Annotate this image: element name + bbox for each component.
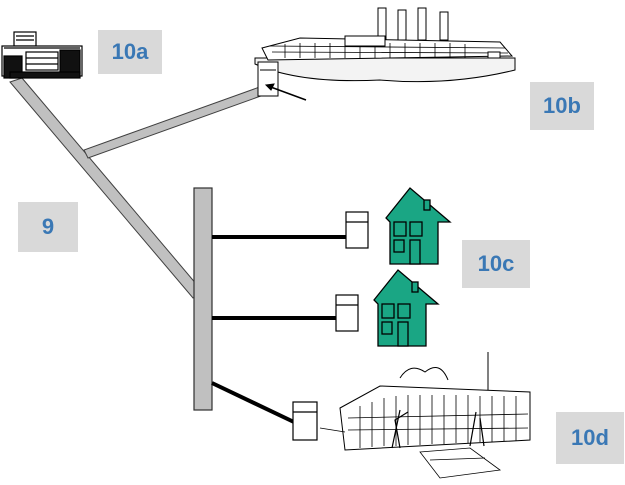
factory-building-icon	[254, 7, 516, 101]
house-icon-2	[373, 269, 440, 347]
drop-wires	[211, 235, 348, 425]
label-network: 9	[18, 202, 78, 252]
junction-box-house-1	[345, 211, 369, 249]
headend-equipment-icon	[1, 31, 83, 79]
house-icon-1	[385, 187, 452, 265]
label-headend: 10a	[98, 30, 162, 74]
office-building-icon	[319, 352, 531, 479]
label-houses: 10c	[462, 240, 530, 288]
label-factory: 10b	[530, 82, 594, 130]
junction-box-house-2	[335, 294, 359, 332]
junction-box-office	[292, 401, 318, 441]
branch-cable-factory	[83, 83, 273, 159]
distribution-bus	[193, 187, 213, 411]
trunk-cable	[9, 77, 204, 299]
label-office: 10d	[556, 412, 624, 464]
